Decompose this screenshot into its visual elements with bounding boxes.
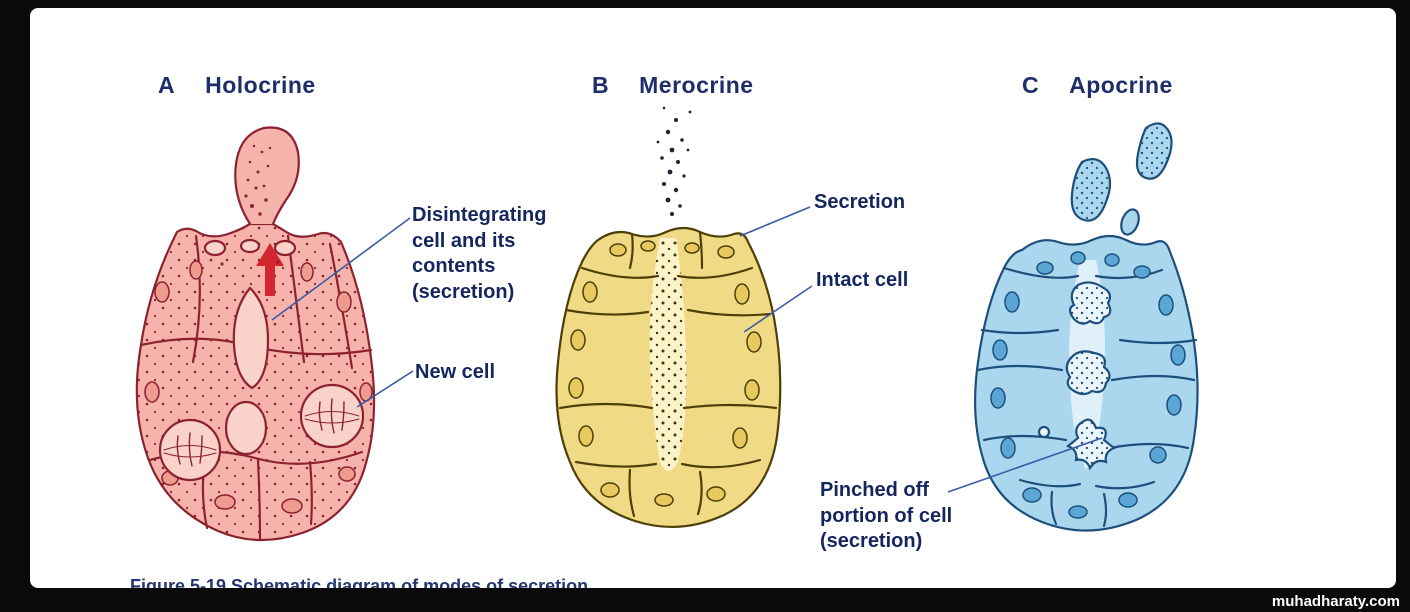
- holocrine-shed-cell: [234, 126, 300, 226]
- new-cell-mitosis-left: [158, 418, 222, 482]
- panel-name-apocrine: Apocrine: [1069, 72, 1173, 98]
- leader-pinched-off: [947, 437, 1103, 493]
- panel-name-merocrine: Merocrine: [639, 72, 754, 98]
- apocrine-pinched-blobs: [1070, 122, 1173, 236]
- secretion-arrow: [256, 243, 284, 296]
- panel-title-merocrine: B Merocrine: [592, 72, 754, 99]
- leader-secretion: [739, 206, 811, 237]
- leader-lines: [271, 206, 1103, 493]
- leader-intact-cell: [743, 285, 813, 333]
- panel-name-holocrine: Holocrine: [205, 72, 316, 98]
- leader-new-cell: [356, 370, 414, 408]
- annotation-disintegrating-cell: Disintegrating cell and its contents (se…: [412, 204, 547, 303]
- annotation-pinched-off: Pinched off portion of cell (secretion): [820, 479, 953, 553]
- panel-title-apocrine: C Apocrine: [1022, 72, 1173, 99]
- holocrine-secretion-dots: [220, 144, 280, 266]
- figure-canvas: A Holocrine B Merocrine C Apocrine Disinteg…: [30, 8, 1396, 588]
- watermark: muhadharaty.com: [1271, 593, 1400, 610]
- merocrine-secretion-dots: [656, 106, 692, 216]
- leader-disintegrating: [271, 217, 411, 321]
- panel-letter-a: A: [158, 72, 176, 98]
- annotation-secretion: Secretion: [814, 191, 906, 213]
- apocrine-gland: [973, 122, 1199, 532]
- apocrine-pinching-blobs: [1037, 281, 1117, 471]
- panel-title-holocrine: A Holocrine: [158, 72, 316, 99]
- figure-caption: Figure 5-19 Schematic diagram of modes o…: [130, 576, 589, 588]
- holocrine-gland: [135, 126, 376, 542]
- annotation-new-cell: New cell: [415, 361, 496, 383]
- panel-letter-b: B: [592, 72, 610, 98]
- holocrine-disintegrating-cell: [232, 286, 270, 390]
- annotation-intact-cell: Intact cell: [816, 269, 909, 291]
- new-cell-mitosis-right: [299, 383, 365, 449]
- diagram-svg: [135, 106, 1199, 542]
- merocrine-gland: [555, 106, 782, 528]
- panel-letter-c: C: [1022, 72, 1040, 98]
